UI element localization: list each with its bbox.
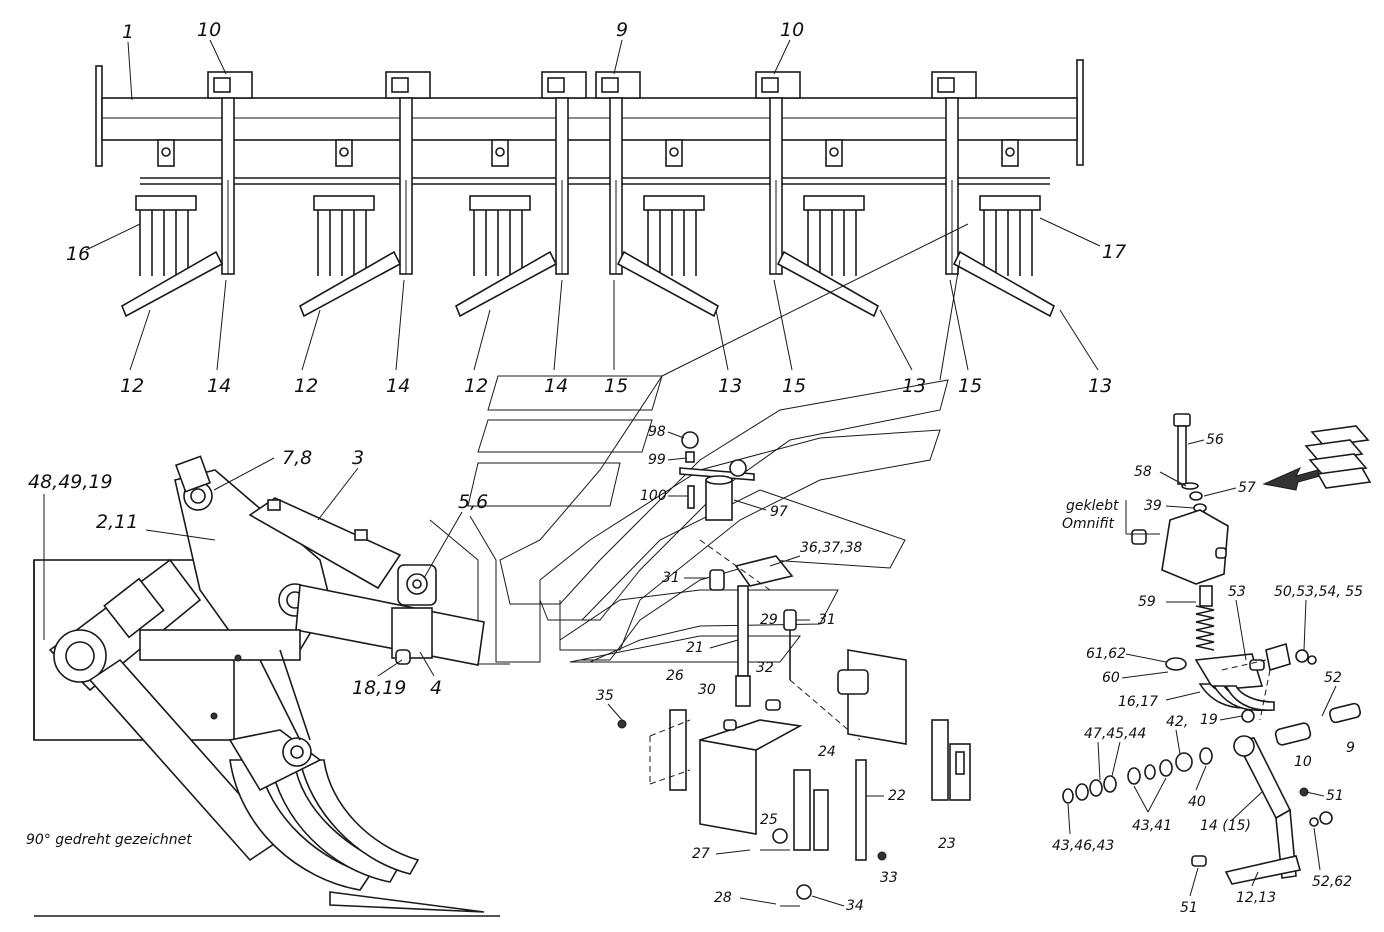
label-1: 1 [122,21,134,43]
label-24: 24 [818,744,836,760]
label-43-41: 43,41 [1132,818,1172,834]
label-53: 53 [1228,584,1246,600]
label-12-c: 12 [464,375,488,397]
label-61-62: 61,62 [1086,646,1126,662]
label-43-46-43: 43,46,43 [1052,838,1114,854]
label-58: 58 [1134,464,1152,480]
label-15-b: 15 [782,375,806,397]
label-27: 27 [692,846,710,862]
label-9-right-detail: 9 [1346,740,1355,756]
label-35: 35 [596,688,614,704]
label-26: 26 [666,668,684,684]
label-17: 17 [1102,241,1126,263]
label-99: 99 [648,452,666,468]
label-52-62: 52,62 [1312,874,1352,890]
right-end-plate [1076,59,1084,166]
label-14-15: 14 (15) [1200,818,1251,834]
label-12-a: 12 [120,375,144,397]
label-97: 97 [770,504,788,520]
label-100: 100 [640,488,667,504]
label-48-49-19: 48,49,19 [28,471,113,493]
label-16: 16 [66,243,90,265]
right-detail-assembly [1062,413,1372,885]
label-7-8: 7,8 [282,447,312,469]
share [776,250,880,318]
label-5-6: 5,6 [458,491,488,513]
label-15-a: 15 [604,375,628,397]
label-42: 42, [1166,714,1188,730]
tine-units [120,71,1056,318]
label-13-c: 13 [1088,375,1112,397]
label-40: 40 [1188,794,1206,810]
label-23: 23 [938,836,956,852]
label-59: 59 [1138,594,1156,610]
label-18-19: 18,19 [352,677,406,699]
side-view-assembly [33,455,500,917]
label-51-b: 51 [1180,900,1198,916]
label-13-a: 13 [718,375,742,397]
label-4: 4 [430,677,442,699]
label-98: 98 [648,424,666,440]
share [454,250,558,318]
label-19: 19 [1200,712,1218,728]
label-10-left: 10 [197,19,221,41]
share [298,250,402,318]
label-33: 33 [880,870,898,886]
label-60: 60 [1102,670,1120,686]
share [120,250,224,318]
side-view-labels: 48,49,19 7,8 3 2,11 5,6 18,19 4 90° gedr… [26,447,488,848]
right-detail-labels: 56 58 57 geklebt Omnifit 39 59 53 50,53,… [1052,432,1363,916]
label-omnifit: Omnifit [1062,516,1114,532]
label-geklebt: geklebt [1066,498,1119,514]
label-14-a: 14 [207,375,231,397]
hydraulic-cylinder [248,497,402,590]
label-16-17: 16,17 [1118,694,1158,710]
label-3: 3 [352,447,364,469]
label-12-b: 12 [294,375,318,397]
label-56: 56 [1206,432,1224,448]
label-31-a: 31 [662,570,680,586]
main-frame-bar [101,97,1078,141]
label-28: 28 [714,890,732,906]
label-52: 52 [1324,670,1342,686]
label-14-b: 14 [386,375,410,397]
left-end-plate [95,65,103,167]
rotation-note: 90° gedreht gezeichnet [26,832,192,848]
label-9: 9 [616,19,628,41]
top-view-labels: 1 10 9 10 16 17 12 14 12 14 12 14 15 13 … [66,19,1126,397]
label-50-53-54-55: 50,53,54, 55 [1274,584,1363,600]
label-30: 30 [698,682,716,698]
label-21: 21 [686,640,704,656]
label-15-c: 15 [958,375,982,397]
share [616,250,720,318]
label-31-b: 31 [818,612,836,628]
label-36-37-38: 36,37,38 [800,540,862,556]
share [952,250,1056,318]
label-14-c: 14 [544,375,568,397]
label-51-a: 51 [1326,788,1344,804]
label-39: 39 [1144,498,1162,514]
label-12-13: 12,13 [1236,890,1276,906]
label-10-right: 10 [780,19,804,41]
label-47-45-44: 47,45,44 [1084,726,1146,742]
label-32: 32 [756,660,774,676]
label-29: 29 [760,612,778,628]
center-detail-labels: 98 99 100 97 31 36,37,38 29 31 21 26 30 … [596,424,956,914]
label-57: 57 [1238,480,1256,496]
label-22: 22 [888,788,906,804]
label-25: 25 [760,812,778,828]
top-view-assembly [95,59,1084,185]
label-34: 34 [846,898,864,914]
label-2-11: 2,11 [96,511,138,533]
label-10-right-detail: 10 [1294,754,1312,770]
chevron-graphic [429,223,969,665]
